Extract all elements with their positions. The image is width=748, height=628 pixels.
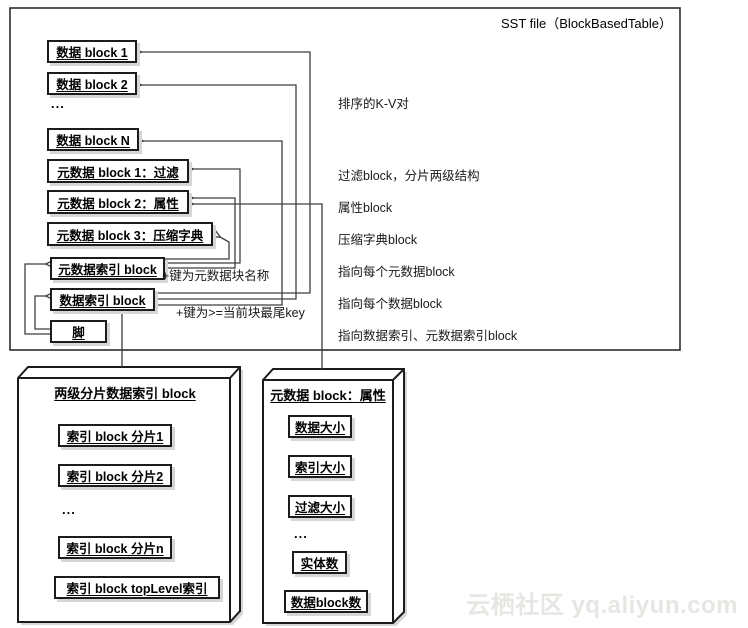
- meta-block-3-dict-box: 元数据 block 3：压缩字典: [47, 222, 213, 246]
- prop-index-size-label: 索引大小: [294, 461, 345, 475]
- prop-block-count-label: 数据block数: [290, 596, 362, 610]
- data-block-n-label: 数据 block N: [56, 134, 130, 148]
- prop-index-size-box: 索引大小: [288, 455, 352, 478]
- meta-index-block-box: 元数据索引 block: [50, 257, 165, 280]
- index-shard-n-label: 索引 block 分片n: [66, 542, 164, 556]
- meta-block-1-label: 元数据 block 1：过滤: [57, 165, 179, 180]
- data-index-to-data2-arrow: [141, 85, 297, 300]
- meta-block-2-label: 元数据 block 2：属性: [57, 196, 179, 211]
- side-note-data-index: 指向每个数据block: [338, 297, 443, 311]
- index-shards-ellipsis: ...: [62, 502, 76, 517]
- prop-data-size-box: 数据大小: [288, 415, 352, 438]
- connector-lines: [24, 52, 323, 369]
- data-blocks-ellipsis: ...: [51, 96, 65, 111]
- data-index-block-box: 数据索引 block: [50, 288, 155, 311]
- side-note-dict-block: 压缩字典block: [338, 233, 418, 247]
- data-index-to-data1-arrow: [141, 52, 311, 294]
- prop-filter-size-box: 过滤大小: [288, 495, 352, 518]
- meta-block-3-label: 元数据 block 3：压缩字典: [56, 228, 204, 243]
- annotation-data-key: +键为>=当前块最尾key: [176, 306, 305, 320]
- partitioned-index-node-title: 两级分片数据索引 block: [54, 386, 196, 401]
- data-block-2-label: 数据 block 2: [56, 78, 128, 92]
- meta-index-to-dict-arrow: [165, 237, 230, 260]
- properties-node-title: 元数据 block：属性: [270, 388, 386, 403]
- meta-index-to-filter-arrow: [165, 169, 241, 264]
- footer-block-label: 脚: [72, 326, 85, 340]
- footer-block-box: 脚: [50, 320, 107, 343]
- index-shard-1-label: 索引 block 分片1: [66, 430, 164, 444]
- data-index-block-label: 数据索引 block: [59, 294, 146, 308]
- prop-entity-count-box: 实体数: [292, 551, 347, 574]
- prop-data-size-label: 数据大小: [294, 421, 345, 435]
- meta-block-2-props-box: 元数据 block 2：属性: [47, 190, 189, 214]
- prop-block-count-box: 数据block数: [284, 590, 368, 613]
- props-node-to-meta2-arrow: [193, 204, 323, 369]
- side-note-footer-points: 指向数据索引、元数据索引block: [338, 329, 518, 343]
- index-shard-n-box: 索引 block 分片n: [58, 536, 172, 559]
- footer-to-meta-index-arrow: [24, 264, 50, 335]
- index-toplevel-label: 索引 block topLevel索引: [66, 582, 208, 596]
- side-note-props-block: 属性block: [338, 201, 393, 215]
- data-index-to-dataN-arrow: [143, 141, 283, 306]
- watermark: 云栖社区 yq.aliyun.com: [466, 592, 738, 619]
- data-block-1-box: 数据 block 1: [47, 40, 137, 63]
- meta-index-block-label: 元数据索引 block: [58, 263, 157, 277]
- meta-block-1-filter-box: 元数据 block 1：过滤: [47, 159, 189, 183]
- meta-index-to-props-arrow: [165, 198, 236, 269]
- prop-filter-size-label: 过滤大小: [294, 501, 345, 515]
- properties-ellipsis: ...: [294, 526, 308, 541]
- index-shard-2-box: 索引 block 分片2: [58, 464, 172, 487]
- index-shard-2-label: 索引 block 分片2: [66, 470, 164, 484]
- footer-to-data-index-arrow: [34, 296, 50, 330]
- prop-entity-count-label: 实体数: [300, 557, 339, 571]
- side-note-meta-index: 指向每个元数据block: [338, 265, 455, 279]
- sst-file-title: SST file（BlockBasedTable）: [500, 16, 672, 31]
- side-note-filter-block: 过滤block，分片两级结构: [338, 169, 480, 183]
- data-block-n-box: 数据 block N: [47, 128, 139, 151]
- index-shard-1-box: 索引 block 分片1: [58, 424, 172, 447]
- data-block-1-label: 数据 block 1: [56, 46, 128, 60]
- index-toplevel-box: 索引 block topLevel索引: [54, 576, 220, 599]
- data-block-2-box: 数据 block 2: [47, 72, 137, 95]
- side-note-sorted-kv: 排序的K-V对: [338, 97, 409, 111]
- annotation-meta-key: +键为元数据块名称: [162, 269, 270, 283]
